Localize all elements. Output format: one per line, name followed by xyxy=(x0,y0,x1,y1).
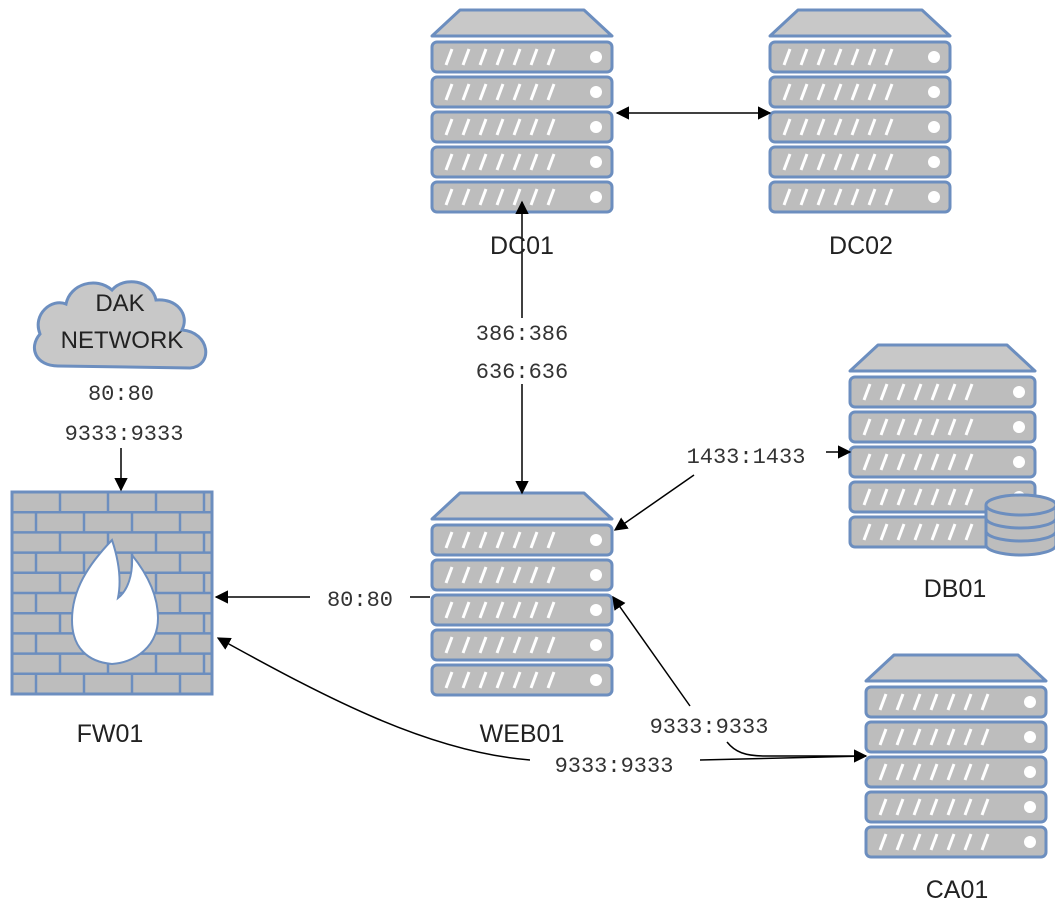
edge-db-web01 xyxy=(613,474,695,531)
server-icon-ca01[interactable] xyxy=(864,653,1048,859)
port-label: 9333:9333 xyxy=(65,422,184,447)
port-label: 80:80 xyxy=(88,382,154,407)
cloud-icon[interactable] xyxy=(33,280,208,370)
port-label: 1433:1433 xyxy=(687,445,806,470)
database-icon xyxy=(984,493,1055,557)
edge-ca-web01 xyxy=(612,595,691,707)
node-label-fw01: FW01 xyxy=(77,720,144,748)
port-label: 9333:9333 xyxy=(650,715,769,740)
server-icon-dc02[interactable] xyxy=(768,8,952,214)
node-label-dc01: DC01 xyxy=(490,232,554,260)
edge-ca-fw01 xyxy=(216,637,531,761)
port-label: 80:80 xyxy=(327,588,393,613)
flame-icon xyxy=(70,538,160,666)
cloud-label-line1: DAK xyxy=(95,290,144,317)
port-label: 386:386 xyxy=(476,322,568,347)
server-icon-web01[interactable] xyxy=(430,491,614,697)
node-label-db01: DB01 xyxy=(924,575,987,603)
node-label-web01: WEB01 xyxy=(480,720,565,748)
node-label-ca01: CA01 xyxy=(926,876,989,904)
server-icon-dc01[interactable] xyxy=(430,8,614,214)
node-label-dc02: DC02 xyxy=(829,232,893,260)
firewall-icon[interactable] xyxy=(10,490,214,696)
port-label: 636:636 xyxy=(476,360,568,385)
edge-fw01-ca01 xyxy=(699,755,867,761)
port-label: 9333:9333 xyxy=(555,754,674,779)
cloud-label-line2: NETWORK xyxy=(61,327,184,354)
edge-web01-ca01 xyxy=(726,741,868,763)
